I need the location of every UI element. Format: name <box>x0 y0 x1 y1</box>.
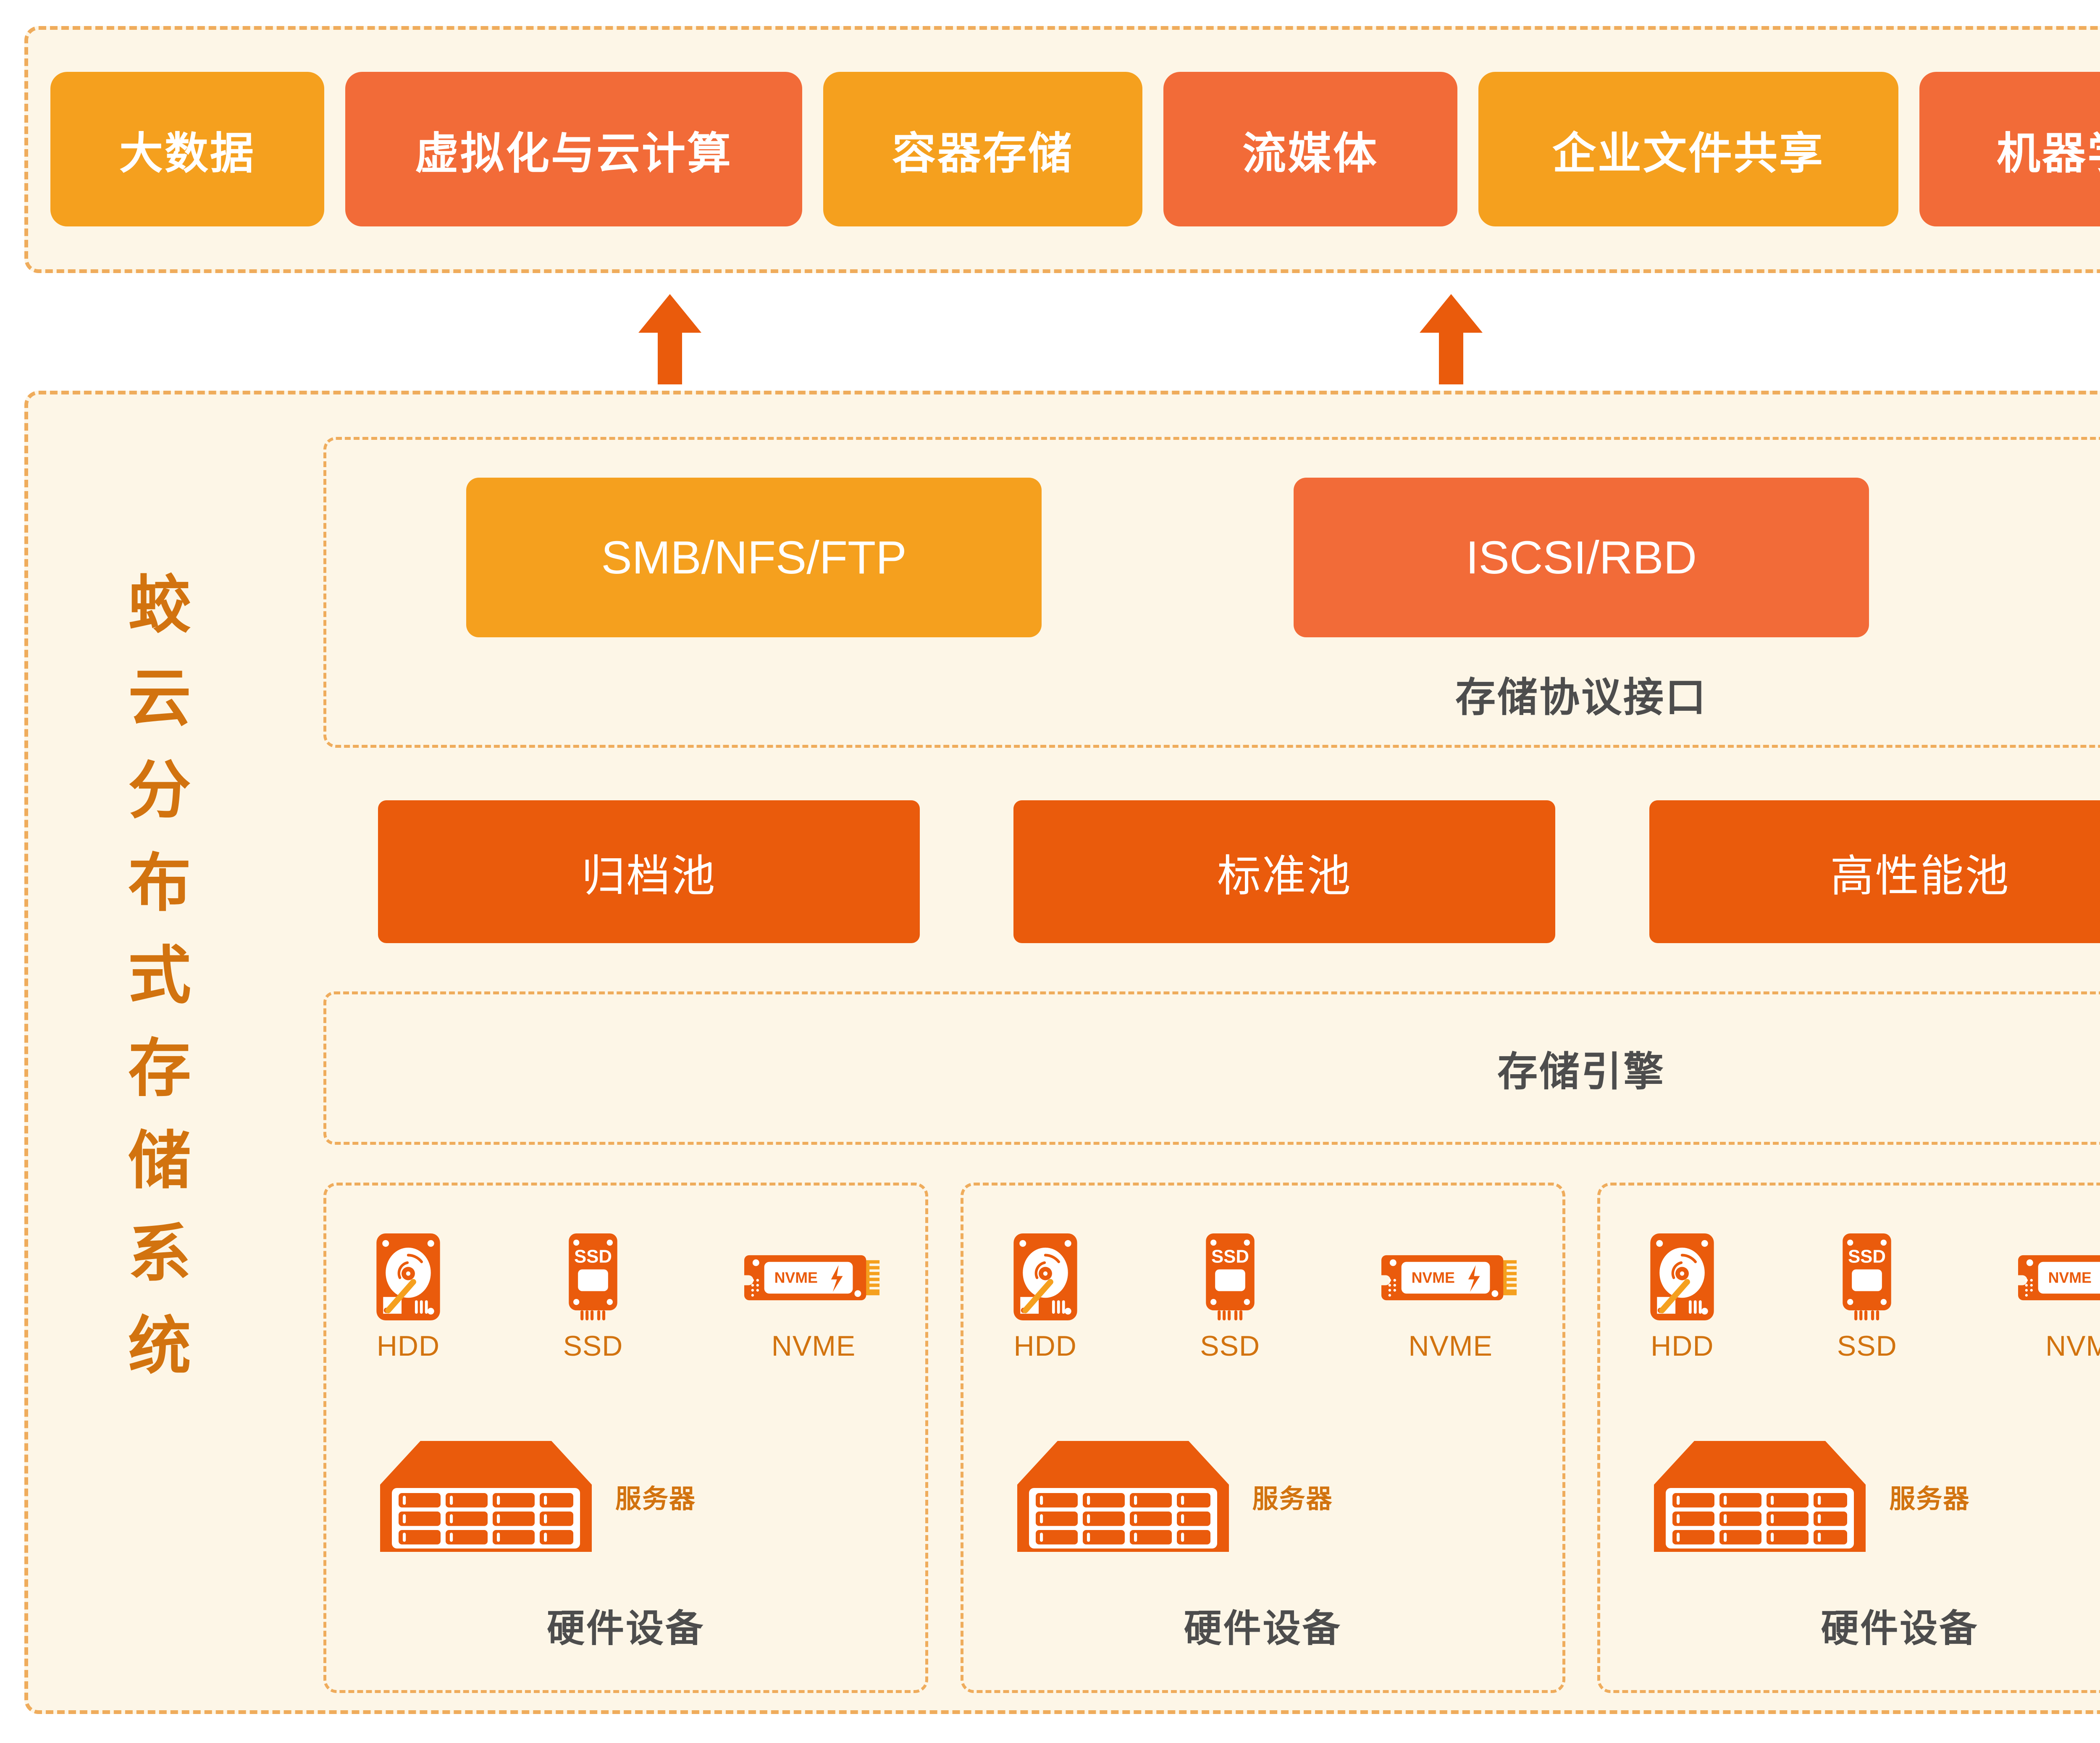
media-label-nvme: NVME <box>2045 1330 2100 1362</box>
ssd-icon: SSD <box>1205 1233 1255 1321</box>
svg-text:NVME: NVME <box>2048 1269 2092 1286</box>
media-item-nvme: NVME NVME <box>1381 1232 1520 1362</box>
server-label: 服务器 <box>615 1485 696 1514</box>
title-char-1: 云 <box>128 662 191 733</box>
storage-engine-panel: 存储引擎 <box>323 991 2100 1145</box>
app-box-machine-learning[interactable]: 机器学习 <box>1919 72 2100 226</box>
title-char-6: 储 <box>128 1125 191 1196</box>
arrow-up-icon-2 <box>1420 294 1483 384</box>
media-label-hdd: HDD <box>1651 1330 1714 1362</box>
media-label-nvme: NVME <box>1408 1330 1493 1362</box>
app-box-bigdata[interactable]: 大数据 <box>50 72 324 226</box>
title-char-0: 蛟 <box>128 570 191 640</box>
protocol-interface-panel: SMB/NFS/FTP ISCSI/RBD S3/Swift 存储协议接口 <box>323 437 2100 748</box>
nvme-icon: NVME <box>1381 1255 1517 1301</box>
svg-text:NVME: NVME <box>774 1269 818 1286</box>
app-box-container[interactable]: 容器存储 <box>823 72 1142 226</box>
app-box-streaming[interactable]: 流媒体 <box>1163 72 1457 226</box>
pool-box-performance[interactable]: 高性能池 <box>1649 800 2100 943</box>
hardware-node-2[interactable]: HDD SSD SSD <box>960 1183 1565 1693</box>
storage-engine-label: 存储引擎 <box>1497 1049 1665 1094</box>
hardware-device-row: HDD SSD SSD <box>323 1183 2100 1693</box>
app-box-file-sharing[interactable]: 企业文件共享 <box>1478 72 1898 226</box>
hdd-icon <box>1013 1233 1077 1321</box>
pool-box-standard[interactable]: 标准池 <box>1013 800 1556 943</box>
server-label: 服务器 <box>1252 1485 1333 1514</box>
server-icon <box>1017 1441 1229 1552</box>
media-label-hdd: HDD <box>1013 1330 1077 1362</box>
media-row: HDD SSD SSD <box>1634 1232 2100 1362</box>
hardware-node-1[interactable]: HDD SSD SSD <box>323 1183 928 1693</box>
media-row: HDD SSD SSD <box>360 1232 898 1362</box>
media-item-ssd: SSD SSD <box>563 1232 623 1362</box>
svg-text:SSD: SSD <box>1848 1246 1886 1267</box>
protocol-layer-label: 存储协议接口 <box>1455 675 1707 720</box>
app-box-virtualization[interactable]: 虚拟化与云计算 <box>345 72 802 226</box>
media-label-ssd: SSD <box>1200 1330 1260 1362</box>
server-label: 服务器 <box>1889 1485 1970 1514</box>
hardware-node-title-1: 硬件设备 <box>547 1608 705 1650</box>
media-label-nvme: NVME <box>771 1330 856 1362</box>
nvme-icon: NVME <box>2018 1255 2100 1301</box>
title-char-2: 分 <box>128 755 191 825</box>
server-icon <box>1654 1441 1866 1552</box>
arrow-head <box>1420 294 1483 333</box>
media-item-hdd: HDD <box>375 1232 442 1362</box>
ssd-icon: SSD <box>1843 1233 1892 1321</box>
media-row: HDD SSD SSD <box>997 1232 1535 1362</box>
protocol-box-row: SMB/NFS/FTP ISCSI/RBD S3/Swift <box>326 478 2100 637</box>
svg-text:NVME: NVME <box>1411 1269 1454 1286</box>
hdd-icon <box>376 1233 440 1321</box>
arrow-shaft <box>1439 331 1463 384</box>
arrow-head <box>638 294 701 333</box>
server-icon <box>380 1441 592 1552</box>
server-row: 服务器 <box>352 1438 906 1555</box>
svg-text:SSD: SSD <box>574 1246 612 1267</box>
storage-pool-row: 归档池 标准池 高性能池 全闪池 <box>378 800 2100 943</box>
title-char-3: 布 <box>128 847 191 918</box>
protocol-box-iscsi-rbd[interactable]: ISCSI/RBD <box>1294 478 1869 637</box>
media-item-ssd: SSD SSD <box>1837 1232 1897 1362</box>
protocol-box-smb-nfs-ftp[interactable]: SMB/NFS/FTP <box>466 478 1042 637</box>
title-char-4: 式 <box>128 940 191 1011</box>
application-box-row: 大数据 虚拟化与云计算 容器存储 流媒体 企业文件共享 机器学习 …… <box>50 46 2100 252</box>
media-label-hdd: HDD <box>376 1330 440 1362</box>
arrow-shaft <box>658 331 682 384</box>
title-char-8: 统 <box>128 1311 191 1381</box>
media-label-ssd: SSD <box>563 1330 623 1362</box>
title-char-5: 存 <box>128 1033 191 1104</box>
media-item-ssd: SSD SSD <box>1200 1232 1260 1362</box>
hdd-icon <box>1650 1233 1714 1321</box>
arrow-up-icon-1 <box>638 294 701 384</box>
svg-text:SSD: SSD <box>1211 1246 1249 1267</box>
hardware-node-3[interactable]: HDD SSD SSD <box>1597 1183 2100 1693</box>
server-row: 服务器 <box>1625 1438 2100 1555</box>
ssd-icon: SSD <box>569 1233 617 1321</box>
title-char-7: 系 <box>128 1218 191 1289</box>
hardware-node-title-3: 硬件设备 <box>1821 1608 1979 1650</box>
nvme-icon: NVME <box>744 1255 880 1301</box>
hardware-node-title-2: 硬件设备 <box>1184 1608 1342 1650</box>
server-row: 服务器 <box>989 1438 1543 1555</box>
media-item-nvme: NVME NVME <box>744 1232 883 1362</box>
media-item-nvme: NVME NVME <box>2018 1232 2100 1362</box>
media-label-ssd: SSD <box>1837 1330 1897 1362</box>
media-item-hdd: HDD <box>1648 1232 1716 1362</box>
pool-box-archive[interactable]: 归档池 <box>378 800 920 943</box>
media-item-hdd: HDD <box>1012 1232 1079 1362</box>
system-title-vertical: 蛟 云 分 布 式 存 储 系 统 <box>97 559 223 1393</box>
